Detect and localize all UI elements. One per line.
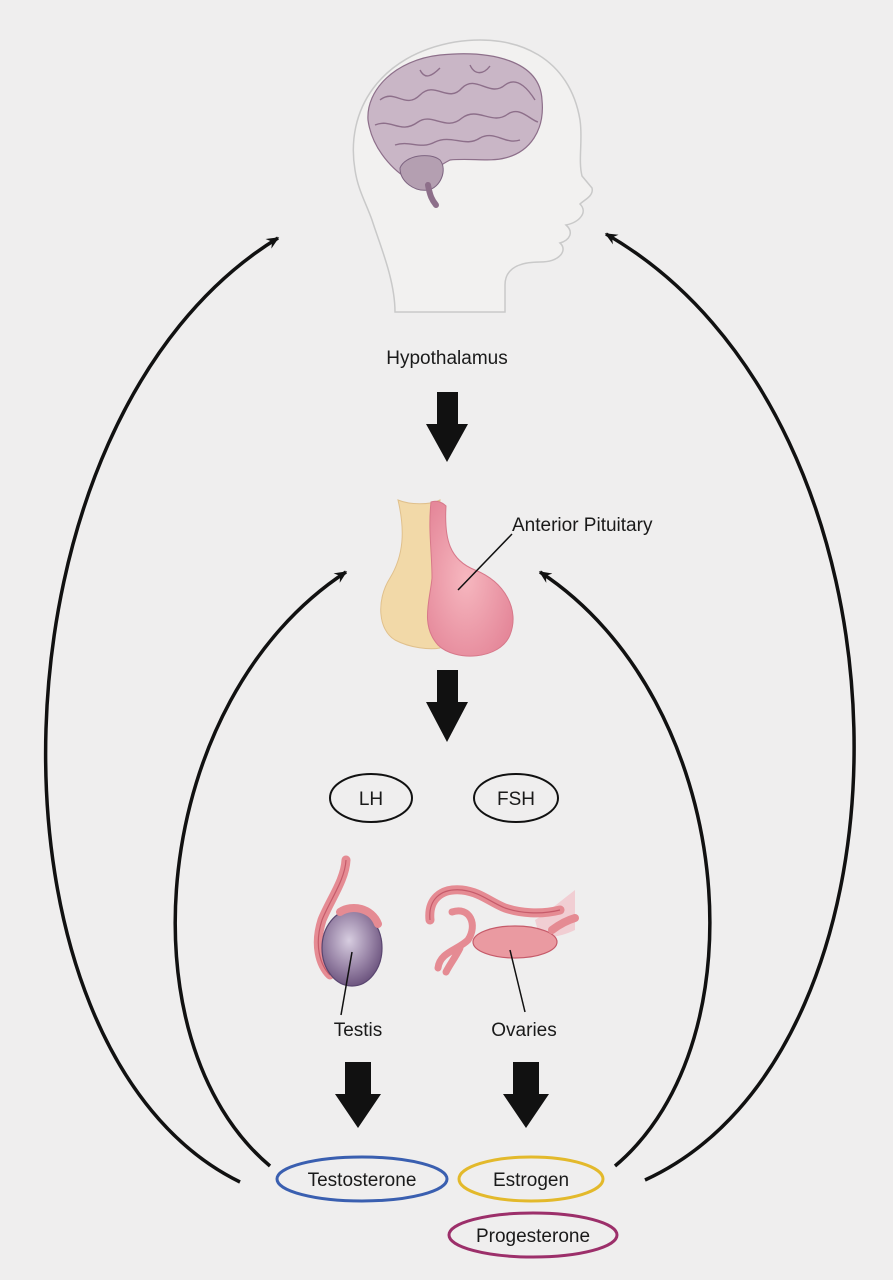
testis-to-testosterone-arrow xyxy=(335,1062,381,1128)
head-brain-illustration xyxy=(353,40,592,312)
fallopian-tube-icon xyxy=(430,890,560,920)
testosterone-to-brain-feedback-arrow xyxy=(46,238,278,1182)
fsh-label: FSH xyxy=(497,789,535,810)
ovaries-to-estrogen-arrow xyxy=(503,1062,549,1128)
ovaries-illustration xyxy=(430,890,575,1012)
lh-label: LH xyxy=(359,789,383,810)
anterior-pituitary-icon xyxy=(427,501,513,656)
ovaries-pointer xyxy=(510,950,525,1012)
testosterone-label: Testosterone xyxy=(308,1170,417,1191)
anterior-pituitary-label: Anterior Pituitary xyxy=(512,515,653,536)
estrogen-to-brain-feedback-arrow xyxy=(606,234,854,1180)
hypothalamus-label: Hypothalamus xyxy=(386,348,507,369)
estrogen-label: Estrogen xyxy=(493,1170,569,1191)
hypothalamus-to-pituitary-arrow xyxy=(426,392,468,462)
testis-label: Testis xyxy=(334,1020,383,1041)
estrogen-to-pituitary-feedback-arrow xyxy=(540,572,710,1166)
ovary-icon xyxy=(473,926,557,958)
pituitary-to-gonadotropins-arrow xyxy=(426,670,468,742)
pituitary-illustration xyxy=(381,500,513,656)
testosterone-to-pituitary-feedback-arrow xyxy=(175,572,346,1166)
ovaries-label: Ovaries xyxy=(491,1020,556,1041)
testis-illustration xyxy=(318,860,382,1015)
progesterone-label: Progesterone xyxy=(476,1226,590,1247)
